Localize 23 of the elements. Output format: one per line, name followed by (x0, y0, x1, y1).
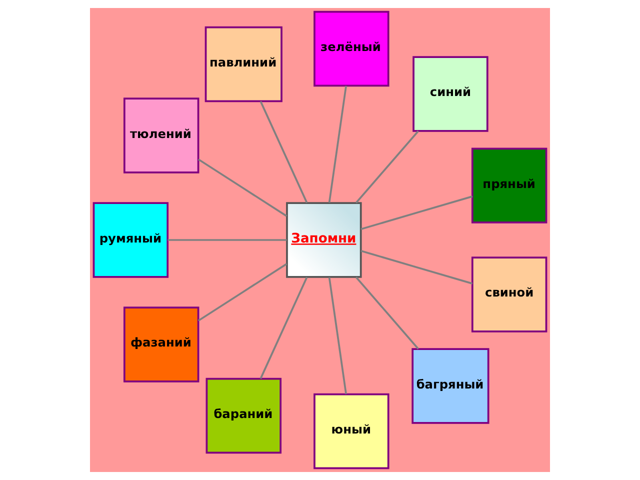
node-box: зелёный (314, 10, 390, 87)
connector (360, 250, 473, 284)
connector (355, 130, 419, 204)
node-box: Запомни (286, 202, 362, 278)
node-box: фазаний (123, 306, 200, 382)
connector (328, 86, 347, 203)
node-box: тюлений (123, 98, 200, 174)
node-box: бараний (206, 378, 282, 454)
node-box: юный (314, 393, 390, 470)
connector (260, 101, 308, 204)
node-box: багряный (412, 348, 490, 424)
connector (260, 276, 308, 379)
node-box: пряный (471, 148, 548, 224)
node-box: синий (412, 56, 488, 132)
connector (198, 158, 288, 217)
connector (360, 196, 473, 230)
connector (198, 263, 288, 322)
node-box: павлиний (204, 26, 282, 102)
connector (355, 276, 419, 350)
connector (168, 239, 287, 241)
connector (328, 277, 347, 394)
node-box: румяный (92, 202, 169, 278)
node-box: свиной (471, 256, 548, 332)
